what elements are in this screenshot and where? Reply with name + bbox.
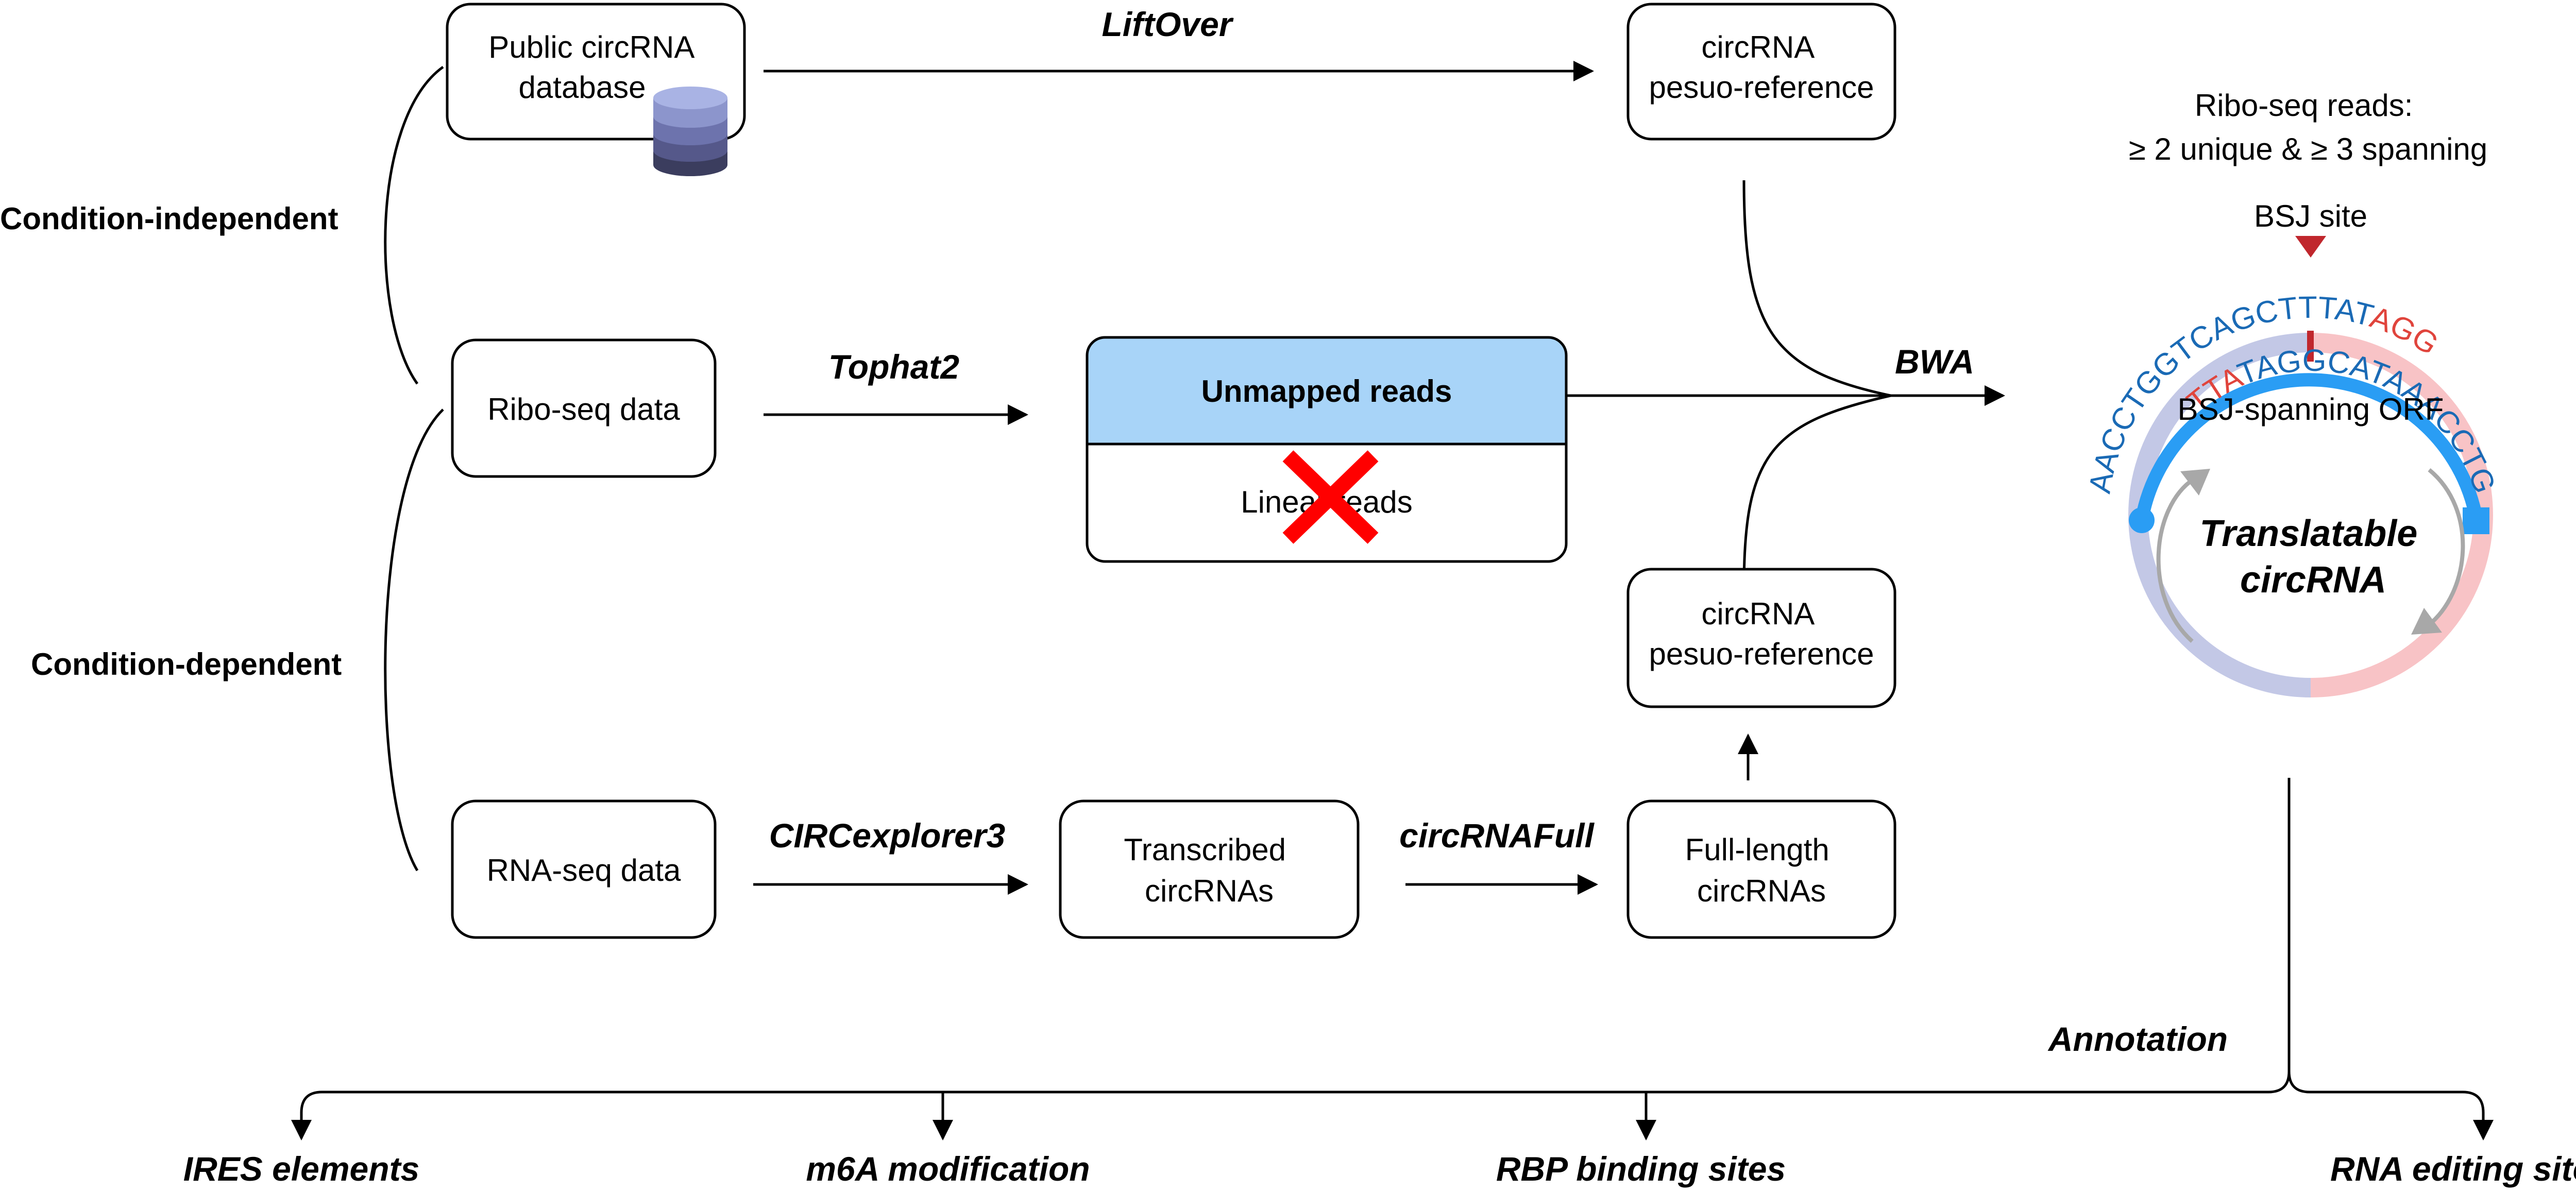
- rotation-arrowhead-right: [2411, 608, 2442, 635]
- orf-start-dot: [2129, 507, 2155, 533]
- condition-independent-label: Condition-independent: [0, 201, 338, 236]
- annotation-branch-right: [2287, 1071, 2494, 1140]
- annotation-branch-left: [291, 1071, 2291, 1140]
- tophat2-label: Tophat2: [828, 348, 959, 386]
- annotation-rbp: RBP binding sites: [1496, 1150, 1786, 1188]
- liftover-label: LiftOver: [1101, 5, 1233, 43]
- rotation-arrowhead-left: [2180, 469, 2210, 496]
- database-icon: [653, 87, 727, 176]
- pseudo-ref-top-box: [1626, 3, 1896, 141]
- ribo-seq-label: Ribo-seq data: [487, 392, 680, 427]
- annotation-ires: IRES elements: [183, 1150, 420, 1188]
- bsj-junction-marker: [2307, 331, 2314, 362]
- unmapped-header: [1087, 337, 1566, 444]
- full-length-label: Full-length circRNAs: [1685, 832, 1838, 908]
- full-length-box: [1626, 799, 1896, 939]
- bracket-condition-dependent: [384, 408, 444, 872]
- rna-seq-box: [451, 799, 717, 939]
- bsj-marker-icon: [2295, 236, 2326, 258]
- bwa-label: BWA: [1895, 343, 1974, 381]
- ribo-criteria-label: Ribo-seq reads: ≥ 2 unique & ≥ 3 spannin…: [2129, 88, 2487, 166]
- condition-dependent-label: Condition-dependent: [31, 647, 342, 681]
- annotation-m6a: m6A modification: [806, 1150, 1090, 1188]
- annotation-rna-editing: RNA editing sites: [2330, 1150, 2576, 1188]
- pseudo-ref-bottom-label: circRNA pesuo-reference: [1649, 596, 1874, 671]
- rna-seq-label: RNA-seq data: [487, 853, 681, 888]
- unmapped-reads-label: Unmapped reads: [1201, 374, 1452, 408]
- rotation-arrow-left: [2156, 477, 2195, 643]
- bracket-condition-independent: [384, 65, 444, 385]
- public-db-label: Public circRNA database: [488, 30, 701, 105]
- annotation-label: Annotation: [2047, 1020, 2228, 1058]
- merge-curve-top: [1742, 180, 1891, 397]
- ribo-seq-box: [451, 338, 717, 478]
- bsj-site-label: BSJ site: [2254, 199, 2367, 233]
- reads-box: [1086, 336, 1568, 563]
- transcribed-label: Transcribed circRNAs: [1124, 832, 1294, 908]
- pseudo-ref-bottom-box: [1626, 568, 1896, 708]
- orf-end-square: [2463, 507, 2489, 534]
- transcribed-box: [1059, 799, 1360, 939]
- pseudo-ref-top-label: circRNA pesuo-reference: [1649, 30, 1874, 105]
- translatable-circrna-label: Translatable circRNA: [2199, 513, 2427, 601]
- orf-label: BSJ-spanning ORF: [2178, 392, 2444, 427]
- orf-arc: [2135, 373, 2483, 522]
- circexplorer3-label: CIRCexplorer3: [769, 816, 1006, 855]
- discard-cross-icon: [1282, 450, 1379, 544]
- circrnafull-label: circRNAFull: [1399, 816, 1595, 855]
- merge-curve-bottom: [1742, 394, 1891, 588]
- rotation-arrow-right: [2426, 468, 2465, 628]
